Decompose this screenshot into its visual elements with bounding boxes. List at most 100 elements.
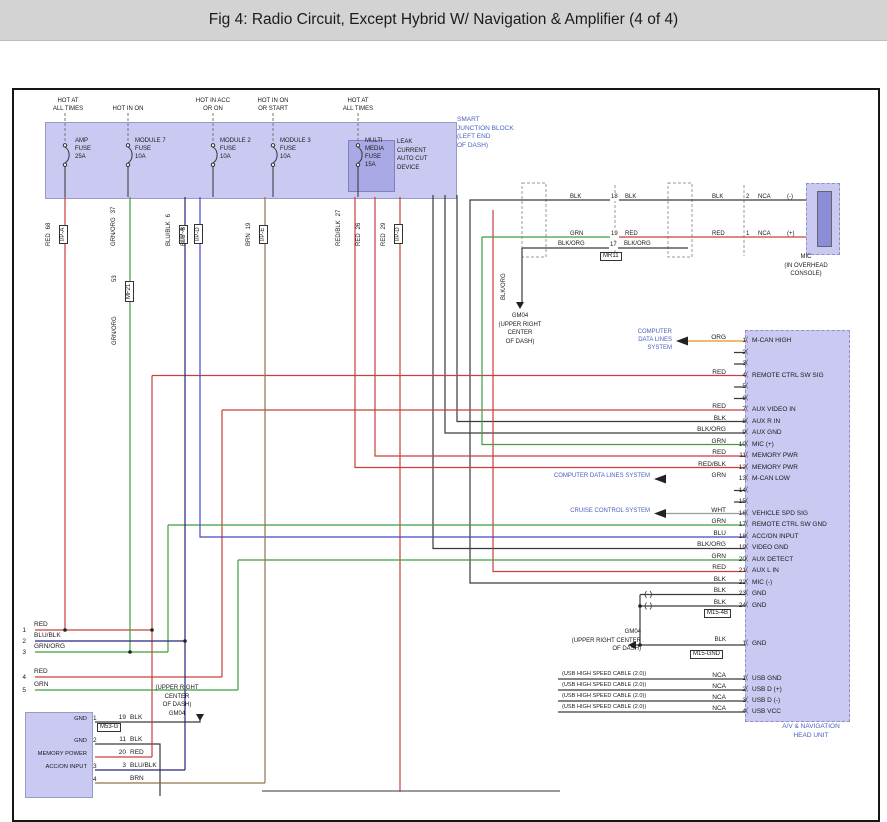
head-unit-pins: ORG 1 ( M-CAN HIGH 2 ( 3 ( RED 4 ( REMOT… <box>660 334 850 611</box>
wire-color-label: BLK <box>713 575 726 583</box>
shield-cavity: 17 <box>609 241 618 249</box>
wire-color-label: BLK/ORG <box>697 541 726 548</box>
pin-bracket: ( <box>746 685 749 692</box>
pin-name: VEHICLE SPD SIG <box>752 509 808 517</box>
pin-name: MIC (-) <box>752 578 773 586</box>
hot-label: HOT IN ACC OR ON <box>181 96 245 113</box>
mic-wire-row: GRN 19 RED RED 1 NCA (+) <box>570 230 810 239</box>
head-unit-pin-row: ORG 1 ( M-CAN HIGH <box>660 334 850 346</box>
nca-label: NCA <box>712 694 726 701</box>
wire-color-near: BLK <box>712 194 724 200</box>
wire-cavity: 3 <box>122 762 126 769</box>
wire-color-label: WHT <box>711 506 726 514</box>
left-pin-row: 1 RED <box>14 621 84 637</box>
head-unit-pin-row: RED 11 ( MEMORY PWR <box>660 449 850 461</box>
pin-number: 2 <box>93 737 97 744</box>
pin-bracket: ( <box>746 485 749 493</box>
connector-cavity: 18 <box>610 193 619 201</box>
wire-color-mid: BLK <box>625 194 637 200</box>
pin-bracket: ( <box>746 520 749 527</box>
pin-number: 3 <box>22 649 26 656</box>
wire-color-label: GRN <box>34 681 49 688</box>
pin-number: 18 <box>738 532 746 540</box>
blublk-wires <box>35 197 186 771</box>
pin-number: 21 <box>738 567 746 574</box>
pin-name: AUX DETECT <box>752 555 794 563</box>
pin-bracket: ( <box>746 674 749 681</box>
pin-name: REMOTE CTRL SW GND <box>752 521 827 528</box>
hot-line-2: OR START <box>258 106 288 112</box>
left-pin-row: 5 GRN <box>14 681 84 697</box>
cdl-arrow-mid <box>654 474 666 484</box>
pin-bracket: ( <box>746 347 749 355</box>
pin-bracket: ( <box>746 439 749 447</box>
pin-number: 5 <box>22 687 26 694</box>
wire-color-label: RED/BLK <box>698 460 726 468</box>
wire-color-label: ORG <box>711 334 726 341</box>
junction-dots <box>63 604 642 654</box>
pin-number: 4 <box>22 674 26 681</box>
multimedia-fuse-box <box>348 140 395 192</box>
gm04-bottom-ground-icon <box>196 714 204 721</box>
hot-line-1: HOT IN ON <box>257 98 289 104</box>
wire-color-label: RED <box>712 368 726 376</box>
fuse-label: MULTI MEDIA FUSE 15A <box>365 137 384 169</box>
head-unit-pin-row: RED 7 ( AUX VIDEO IN <box>660 403 850 415</box>
wire-color-label: RED <box>712 403 726 410</box>
hot-line-2: HOT IN ON <box>112 106 144 112</box>
pin-name: USB D (+) <box>752 686 782 693</box>
pin-number: 1 <box>93 715 97 722</box>
nca-label: NCA <box>712 672 726 679</box>
fuse-symbols <box>64 146 363 197</box>
head-unit-pin-row: GRN 20 ( AUX DETECT <box>660 553 850 565</box>
fuse-label: MODULE 2 FUSE 10A <box>220 137 251 161</box>
shield-color-right: BLK/ORG <box>624 241 651 247</box>
hot-line-2: OR ON <box>203 106 223 112</box>
fuse-line-1: MODULE 7 <box>135 138 166 144</box>
wire-cavity: 20 <box>118 749 126 756</box>
pin-number: 6 <box>742 394 746 402</box>
head-unit-pin-row: WHT 16 ( VEHICLE SPD SIG <box>660 506 850 519</box>
usb-pin-row: (USB HIGH SPEED CABLE (2.0)) NCA 4 ( USB… <box>562 704 850 717</box>
hot-label: HOT AT ALL TIMES <box>326 96 390 113</box>
mic-name: MIC <box>800 254 812 260</box>
m15-gnd-connector: M15-GND <box>690 650 724 659</box>
head-unit-pin-row: BLK/ORG 9 ( AUX GND <box>660 426 850 438</box>
pin-bracket: ( <box>746 474 749 481</box>
fuse-line-1: MODULE 3 <box>280 138 311 144</box>
nca-label: NCA <box>758 231 771 237</box>
pin-name: AUX R IN <box>752 417 781 425</box>
fuse-line-3: 25A <box>75 154 86 160</box>
head-unit-pin-row: 6 ( <box>660 394 850 404</box>
head-unit-pin-row: BLK 24 ( GND <box>660 599 850 611</box>
fuse-line-2: FUSE <box>75 146 92 152</box>
fuse-label: MODULE 3 FUSE 10A <box>280 137 311 161</box>
sjb-name: SMART JUNCTION BLOCK (LEFT END OF DASH) <box>457 116 514 149</box>
head-unit-pin-row: BLK 23 ( GND <box>660 587 850 599</box>
pin-number: 1 <box>742 337 746 344</box>
fuse-line-3: 10A <box>135 154 146 160</box>
pin-name: GND <box>74 738 87 744</box>
bottom-box-pin-row: 4 BRN <box>0 775 230 794</box>
wire-color-label: RED <box>712 564 726 571</box>
bottom-box-pin-row: GND 1 19 BLK M53-G <box>0 714 230 733</box>
wire-color-label: BLK <box>130 714 143 721</box>
bottom-box-pin-row: ACC/ON INPUT 3 3 BLU/BLK <box>0 762 230 781</box>
pin-bracket: ( <box>746 707 749 714</box>
pin-number: 20 <box>738 555 746 563</box>
fuse-line-1: AMP <box>75 138 89 144</box>
fuse-line-2: FUSE <box>280 146 297 152</box>
head-unit-pin-row: 2 ( <box>660 347 850 358</box>
title-bar: Fig 4: Radio Circuit, Except Hybrid W/ N… <box>0 0 887 41</box>
usb-cable-label: (USB HIGH SPEED CABLE (2.0)) <box>562 704 647 710</box>
computer-data-lines-ref-top: COMPUTER DATA LINES SYSTEM <box>637 329 672 352</box>
head-unit-pin-row: RED 4 ( REMOTE CTRL SW SIG <box>660 368 850 381</box>
mic-pin-number: 2 <box>746 194 750 200</box>
gnd-row-color: BLK <box>714 637 726 643</box>
fuse-feed: HOT IN ACC OR ON MODULE 2 FUSE 10A <box>181 96 251 160</box>
pin-bracket: ( <box>746 696 749 703</box>
gm04-mid-label: GM04 (UPPER RIGHT CENTER OF DASH) <box>571 629 641 652</box>
m15-4b-connector: M15-4B <box>704 609 732 618</box>
fuse-feed: HOT IN ON MODULE 7 FUSE 10A <box>96 96 166 160</box>
fuse-line-3: 10A <box>280 154 291 160</box>
